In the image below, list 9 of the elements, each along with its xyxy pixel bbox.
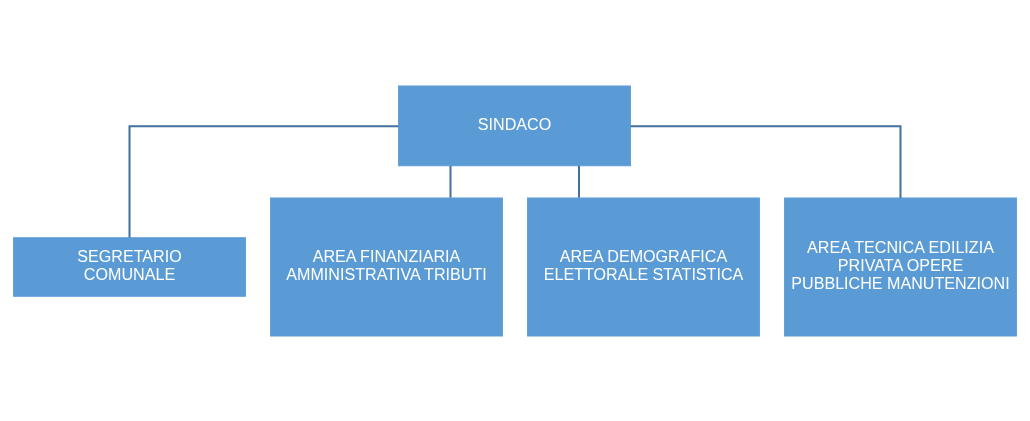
node-box: SEGRETARIO COMUNALE [13, 236, 246, 297]
node-box: AREA FINANZIARIA AMMINISTRATIVA TRIBUTI [270, 196, 503, 336]
connector [128, 124, 399, 237]
connector [630, 124, 902, 198]
node-box: SINDACO [398, 85, 631, 166]
connector [449, 165, 452, 198]
node-box: AREA TECNICA EDILIZIA PRIVATA OPERE PUBBLICHE MANUTENZIONI [784, 196, 1017, 336]
connector [578, 165, 580, 198]
node-box: AREA DEMOGRAFICA ELETTORALE STATISTICA [527, 196, 760, 336]
